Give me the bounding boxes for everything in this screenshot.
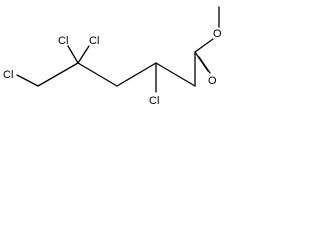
molecule-drawing: Cl Cl Cl Cl O O <box>3 6 222 107</box>
atom-cl-gem-right: Cl <box>89 35 99 47</box>
atom-cl-terminal: Cl <box>3 69 13 81</box>
atom-cl-gem-left: Cl <box>58 35 68 47</box>
bonds <box>16 6 220 93</box>
atom-cl-c3: Cl <box>149 95 159 107</box>
bond-c5-cl-left <box>67 45 79 64</box>
structure-diagram: Cl Cl Cl Cl O O <box>0 0 231 150</box>
atom-o-ester: O <box>213 28 222 40</box>
bond-c5-cl-right <box>77 45 90 64</box>
bond-cl-ch2 <box>16 74 39 87</box>
bond-c4-c3 <box>116 62 157 87</box>
bond-c5-c4 <box>77 62 118 87</box>
bond-c1-o-ester <box>194 38 214 53</box>
atom-o-carbonyl: O <box>208 75 217 87</box>
bond-carbonyl-inner <box>198 56 211 74</box>
bond-c3-c2 <box>155 62 196 87</box>
atom-labels: Cl Cl Cl Cl O O <box>3 28 222 107</box>
bond-ch2-c5 <box>37 62 79 87</box>
